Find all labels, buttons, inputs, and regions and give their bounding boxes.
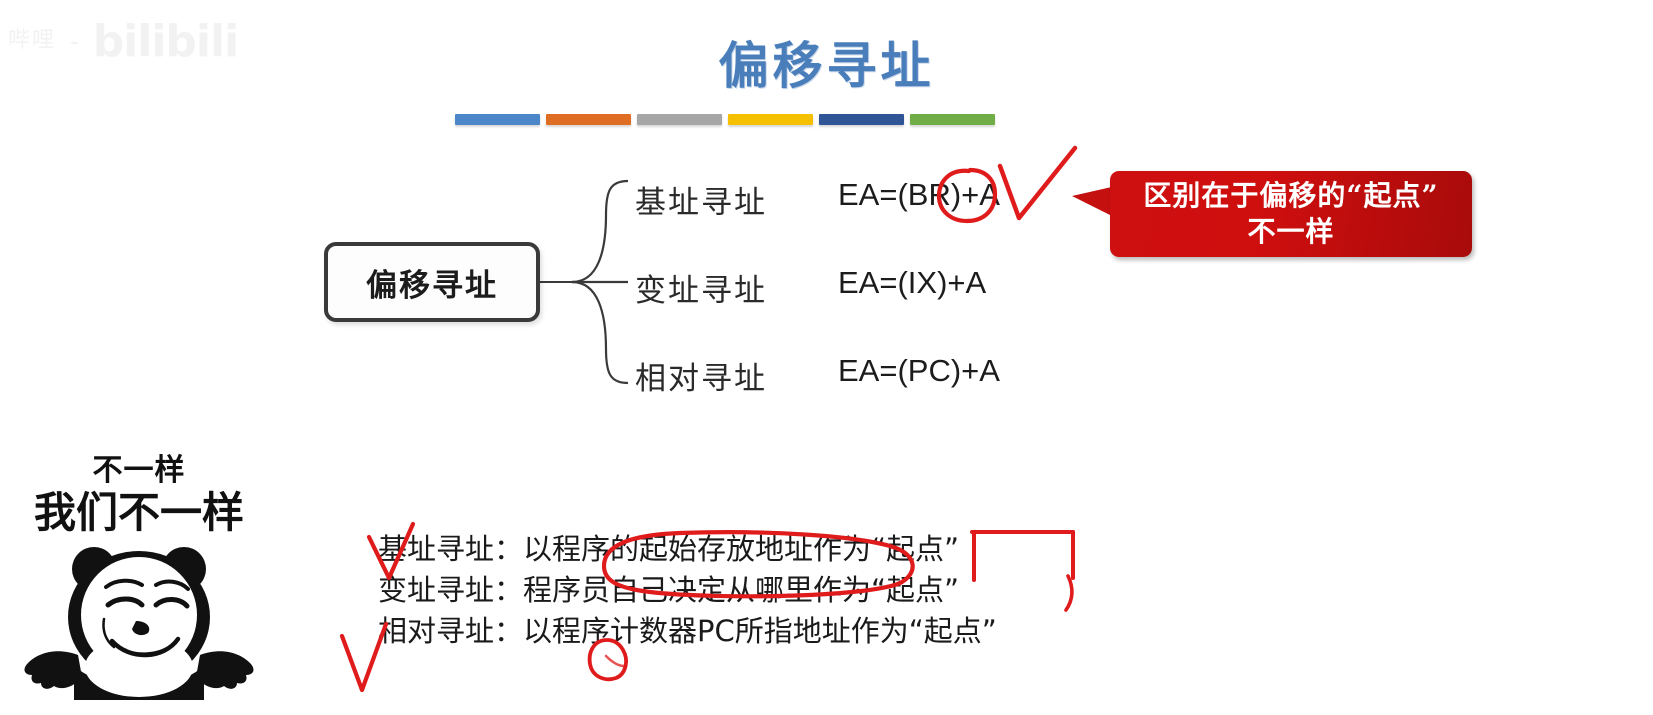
color-bar-6 bbox=[910, 114, 995, 125]
callout-line-2: 不一样 bbox=[1247, 215, 1335, 248]
panda-meme-sticker: 不一样 我们不一样 bbox=[8, 443, 270, 705]
mindmap-root-node[interactable]: 偏移寻址 bbox=[324, 242, 540, 322]
mindmap-branch-label-index: 变址寻址 bbox=[635, 273, 767, 309]
mindmap-branch-label-relative: 相对寻址 bbox=[635, 361, 767, 397]
color-bar-4 bbox=[728, 114, 813, 125]
color-bar-strip bbox=[455, 114, 995, 128]
mindmap-branch-formula-base: EA=(BR)+A bbox=[838, 177, 1000, 212]
mindmap-branch-formula-index: EA=(IX)+A bbox=[838, 265, 987, 300]
mindmap-connector-lines bbox=[540, 179, 629, 385]
color-bar-5 bbox=[819, 114, 904, 125]
color-bar-1 bbox=[455, 114, 540, 125]
explanation-block: 基址寻址：以程序的起始存放地址作为“起点” 变址寻址：程序员自己决定从哪里作为“… bbox=[378, 529, 1178, 652]
meme-line-2: 我们不一样 bbox=[33, 488, 244, 537]
meme-line-1: 不一样 bbox=[92, 453, 186, 488]
callout-line-1: 区别在于偏移的“起点” bbox=[1143, 179, 1439, 213]
mindmap-branch-formula-relative: EA=(PC)+A bbox=[838, 353, 1000, 388]
color-bar-3 bbox=[637, 114, 722, 125]
mindmap-root-label: 偏移寻址 bbox=[366, 267, 498, 304]
panda-face-icon bbox=[24, 547, 254, 700]
explanation-line-index: 变址寻址：程序员自己决定从哪里作为“起点” bbox=[378, 573, 960, 607]
mindmap-diagram: 偏移寻址 基址寻址 EA=(BR)+A 变址寻址 EA=(IX)+A 相对寻址 … bbox=[310, 155, 1030, 415]
explanation-line-relative: 相对寻址：以程序计数器PC所指地址作为“起点” bbox=[378, 614, 997, 648]
color-bar-2 bbox=[546, 114, 631, 125]
callout-box: 区别在于偏移的“起点” 不一样 bbox=[1110, 171, 1472, 257]
explanation-line-base: 基址寻址：以程序的起始存放地址作为“起点” bbox=[378, 532, 960, 566]
slide-title: 偏移寻址 bbox=[718, 36, 935, 95]
callout-pointer-tail bbox=[1072, 186, 1116, 218]
mindmap-branch-label-base: 基址寻址 bbox=[635, 185, 767, 221]
